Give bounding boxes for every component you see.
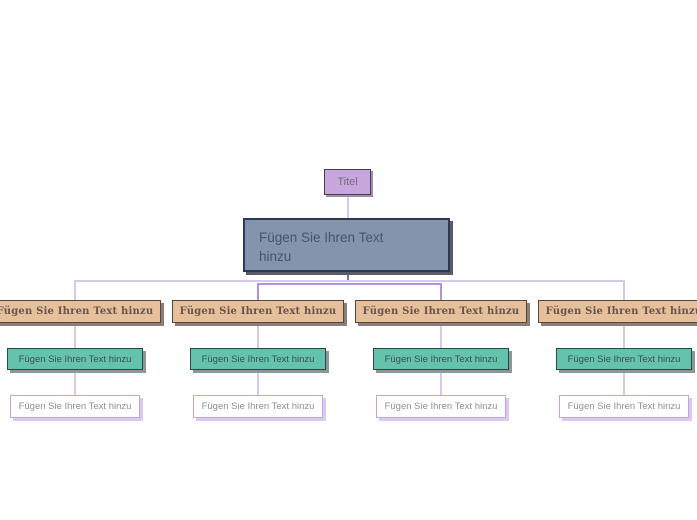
branch-3-level3-node[interactable]: Fügen Sie Ihren Text hinzu [376,395,506,418]
connector-root-to-main [347,195,349,218]
branch-3-level2-node[interactable]: Fügen Sie Ihren Text hinzu [373,348,509,370]
connector-drop-branch-4 [623,280,625,300]
connector-horizontal-outer [74,280,625,282]
connector-sub2-leaf [257,370,259,395]
branch-2-level2-node[interactable]: Fügen Sie Ihren Text hinzu [190,348,326,370]
connector-branch4-sub [623,323,625,348]
connector-drop-branch-1 [74,280,76,300]
connector-main-stub [347,272,349,282]
branch-4-level3-node[interactable]: Fügen Sie Ihren Text hinzu [559,395,689,418]
root-node-titel[interactable]: Titel [324,169,371,195]
connector-drop-branch-3 [440,283,442,300]
connector-branch2-sub [257,323,259,348]
branch-1-level2-node[interactable]: Fügen Sie Ihren Text hinzu [7,348,143,370]
branch-1-level3-node[interactable]: Fügen Sie Ihren Text hinzu [10,395,140,418]
connector-drop-branch-2 [257,283,259,300]
branch-3-level1-node[interactable]: Fügen Sie Ihren Text hinzu [355,300,527,323]
branch-1-level1-node[interactable]: Fügen Sie Ihren Text hinzu [0,300,161,323]
connector-horizontal-inner [257,283,442,285]
connector-sub3-leaf [440,370,442,395]
connector-branch3-sub [440,323,442,348]
main-topic-node[interactable]: Fügen Sie Ihren Text hinzu [243,218,450,272]
connector-branch1-sub [74,323,76,348]
branch-2-level3-node[interactable]: Fügen Sie Ihren Text hinzu [193,395,323,418]
branch-2-level1-node[interactable]: Fügen Sie Ihren Text hinzu [172,300,344,323]
connector-sub1-leaf [74,370,76,395]
branch-4-level1-node[interactable]: Fügen Sie Ihren Text hinzu [538,300,697,323]
branch-4-level2-node[interactable]: Fügen Sie Ihren Text hinzu [556,348,692,370]
connector-sub4-leaf [623,370,625,395]
